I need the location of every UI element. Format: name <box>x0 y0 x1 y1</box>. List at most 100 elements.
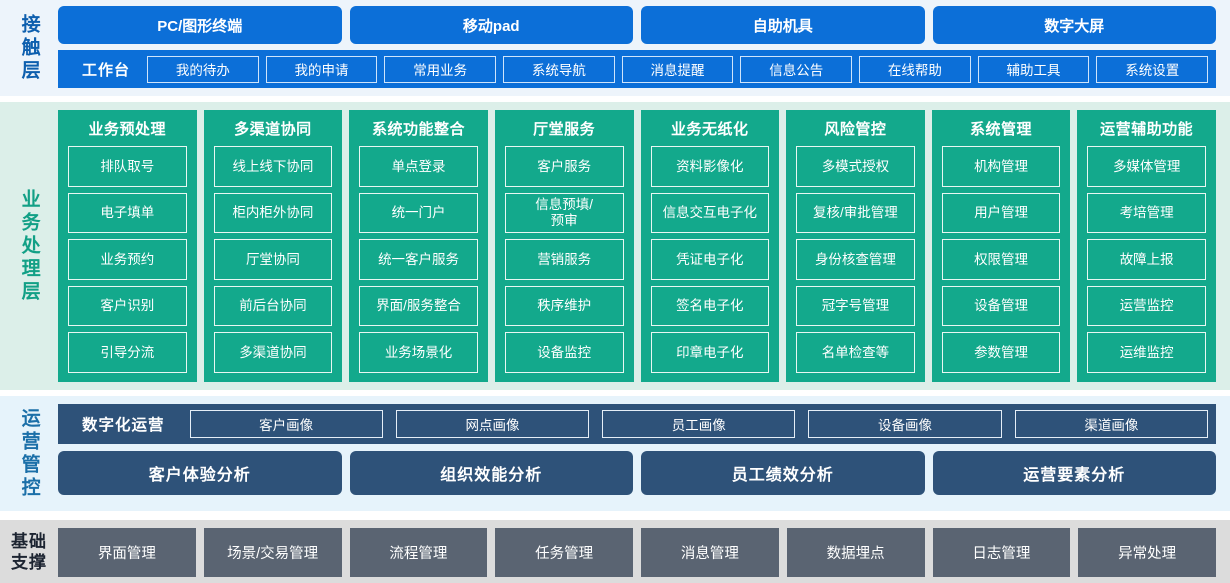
analysis-org-efficiency[interactable]: 组织效能分析 <box>349 451 633 495</box>
business-column-items: 线上线下协同 柜内柜外协同 厅堂协同 前后台协同 多渠道协同 <box>213 143 333 373</box>
business-column-items: 排队取号 电子填单 业务预约 客户识别 引导分流 <box>68 143 187 373</box>
business-item[interactable]: 引导分流 <box>68 332 187 373</box>
business-column-title: 系统功能整合 <box>372 121 466 138</box>
business-item[interactable]: 考培管理 <box>1087 192 1206 234</box>
business-column-system-integration: 系统功能整合 单点登录 统一门户 统一客户服务 界面/服务整合 业务场景化 <box>349 110 488 382</box>
business-item[interactable]: 名单检查等 <box>796 332 915 373</box>
business-item[interactable]: 厅堂协同 <box>213 239 333 280</box>
business-item[interactable]: 电子填单 <box>68 192 187 234</box>
foundation-item-message-management[interactable]: 消息管理 <box>641 528 779 577</box>
business-item[interactable]: 参数管理 <box>941 332 1061 373</box>
business-column-title: 风险管控 <box>824 121 887 138</box>
business-column-title: 业务无纸化 <box>671 121 749 138</box>
channel-row: PC/图形终端 移动pad 自助机具 数字大屏 <box>58 6 1216 44</box>
workbench-item-system-settings[interactable]: 系统设置 <box>1096 55 1209 83</box>
business-item[interactable]: 客户识别 <box>68 285 187 327</box>
contact-layer-body: PC/图形终端 移动pad 自助机具 数字大屏 工作台 我的待办 我的申请 常用… <box>58 6 1230 90</box>
portrait-employee[interactable]: 员工画像 <box>602 410 796 438</box>
business-item[interactable]: 单点登录 <box>359 146 478 187</box>
business-item[interactable]: 线上线下协同 <box>213 146 333 187</box>
workbench-item-system-nav[interactable]: 系统导航 <box>503 55 615 83</box>
business-item[interactable]: 信息交互电子化 <box>650 192 770 234</box>
workbench-row: 工作台 我的待办 我的申请 常用业务 系统导航 消息提醒 信息公告 在线帮助 辅… <box>58 50 1216 88</box>
analysis-row: 客户体验分析 组织效能分析 员工绩效分析 运营要素分析 <box>58 451 1216 495</box>
analysis-customer-experience[interactable]: 客户体验分析 <box>58 451 342 495</box>
business-item[interactable]: 冠字号管理 <box>796 285 915 327</box>
business-item[interactable]: 用户管理 <box>941 192 1061 234</box>
business-item[interactable]: 秩序维护 <box>504 285 624 327</box>
business-item[interactable]: 设备监控 <box>504 332 624 373</box>
workbench-item-aux-tools[interactable]: 辅助工具 <box>977 55 1090 83</box>
business-item[interactable]: 业务预约 <box>68 239 187 280</box>
business-column-title: 多渠道协同 <box>234 121 312 138</box>
analysis-operation-factors[interactable]: 运营要素分析 <box>932 451 1216 495</box>
business-layer-body: 业务预处理 排队取号 电子填单 业务预约 客户识别 引导分流 多渠道协同 线上线… <box>58 102 1230 390</box>
business-column-items: 单点登录 统一门户 统一客户服务 界面/服务整合 业务场景化 <box>359 143 478 373</box>
analysis-employee-performance[interactable]: 员工绩效分析 <box>641 451 925 495</box>
divider-business-operations <box>0 390 1230 396</box>
business-item[interactable]: 多媒体管理 <box>1087 146 1206 187</box>
business-item[interactable]: 设备管理 <box>941 285 1061 327</box>
workbench-item-my-todo[interactable]: 我的待办 <box>147 55 259 83</box>
business-column-items: 客户服务 信息预填/ 预审 营销服务 秩序维护 设备监控 <box>504 143 624 373</box>
channel-mobile-pad[interactable]: 移动pad <box>349 6 633 44</box>
business-item[interactable]: 客户服务 <box>504 146 624 187</box>
business-column-items: 资料影像化 信息交互电子化 凭证电子化 签名电子化 印章电子化 <box>650 143 770 373</box>
business-layer: 业务处理层 业务预处理 排队取号 电子填单 业务预约 客户识别 引导分流 多渠道… <box>0 102 1230 390</box>
business-item[interactable]: 柜内柜外协同 <box>213 192 333 234</box>
business-item[interactable]: 机构管理 <box>941 146 1061 187</box>
business-item[interactable]: 运营监控 <box>1087 285 1206 327</box>
business-item[interactable]: 运维监控 <box>1087 332 1206 373</box>
business-item[interactable]: 资料影像化 <box>650 146 770 187</box>
business-item[interactable]: 业务场景化 <box>359 332 478 373</box>
business-item[interactable]: 营销服务 <box>504 239 624 280</box>
foundation-item-exception-handling[interactable]: 异常处理 <box>1078 528 1216 577</box>
channel-digital-screen[interactable]: 数字大屏 <box>932 6 1216 44</box>
business-item[interactable]: 界面/服务整合 <box>359 285 478 327</box>
operations-layer-label: 运营管控 <box>0 396 58 511</box>
foundation-item-task-management[interactable]: 任务管理 <box>495 528 633 577</box>
foundation-layer-label-text: 基础支撑 <box>11 532 47 572</box>
business-item[interactable]: 多渠道协同 <box>213 332 333 373</box>
channel-self-service[interactable]: 自助机具 <box>641 6 925 44</box>
foundation-item-log-management[interactable]: 日志管理 <box>932 528 1071 577</box>
foundation-item-scene-transaction[interactable]: 场景/交易管理 <box>203 528 342 577</box>
portrait-customer[interactable]: 客户画像 <box>189 410 383 438</box>
foundation-item-ui-management[interactable]: 界面管理 <box>58 528 196 577</box>
workbench-item-online-help[interactable]: 在线帮助 <box>859 55 971 83</box>
portrait-device[interactable]: 设备画像 <box>808 410 1002 438</box>
workbench-item-common-business[interactable]: 常用业务 <box>384 55 497 83</box>
workbench-title: 工作台 <box>82 61 131 79</box>
workbench-item-announcement[interactable]: 信息公告 <box>740 55 853 83</box>
business-item[interactable]: 复核/审批管理 <box>796 192 915 234</box>
business-layer-label-text: 业务处理层 <box>18 188 40 304</box>
business-column-system-management: 系统管理 机构管理 用户管理 权限管理 设备管理 参数管理 <box>931 110 1071 382</box>
business-column-items: 多模式授权 复核/审批管理 身份核查管理 冠字号管理 名单检查等 <box>796 143 915 373</box>
business-item[interactable]: 前后台协同 <box>213 285 333 327</box>
business-column-lobby-service: 厅堂服务 客户服务 信息预填/ 预审 营销服务 秩序维护 设备监控 <box>494 110 634 382</box>
business-item[interactable]: 统一客户服务 <box>359 239 478 280</box>
business-column-preprocess: 业务预处理 排队取号 电子填单 业务预约 客户识别 引导分流 <box>58 110 197 382</box>
foundation-item-process-management[interactable]: 流程管理 <box>349 528 488 577</box>
business-item[interactable]: 凭证电子化 <box>650 239 770 280</box>
business-column-paperless: 业务无纸化 资料影像化 信息交互电子化 凭证电子化 签名电子化 印章电子化 <box>640 110 780 382</box>
channel-pc[interactable]: PC/图形终端 <box>58 6 342 44</box>
business-item[interactable]: 权限管理 <box>941 239 1061 280</box>
business-item[interactable]: 签名电子化 <box>650 285 770 327</box>
portrait-branch[interactable]: 网点画像 <box>395 410 590 438</box>
business-item[interactable]: 故障上报 <box>1087 239 1206 280</box>
portrait-channel[interactable]: 渠道画像 <box>1014 410 1208 438</box>
business-column-items: 多媒体管理 考培管理 故障上报 运营监控 运维监控 <box>1087 143 1206 373</box>
business-item[interactable]: 统一门户 <box>359 192 478 234</box>
foundation-item-data-tracking[interactable]: 数据埋点 <box>786 528 925 577</box>
workbench-item-my-application[interactable]: 我的申请 <box>265 55 378 83</box>
business-item[interactable]: 多模式授权 <box>796 146 915 187</box>
business-item[interactable]: 身份核查管理 <box>796 239 915 280</box>
business-item[interactable]: 印章电子化 <box>650 332 770 373</box>
business-item[interactable]: 排队取号 <box>68 146 187 187</box>
workbench-item-message-alert[interactable]: 消息提醒 <box>621 55 734 83</box>
contact-layer-label-text: 接触层 <box>18 13 40 83</box>
business-column-title: 业务预处理 <box>88 121 167 138</box>
business-item[interactable]: 信息预填/ 预审 <box>504 192 624 234</box>
digital-operations-row: 数字化运营 客户画像 网点画像 员工画像 设备画像 渠道画像 <box>58 404 1216 444</box>
